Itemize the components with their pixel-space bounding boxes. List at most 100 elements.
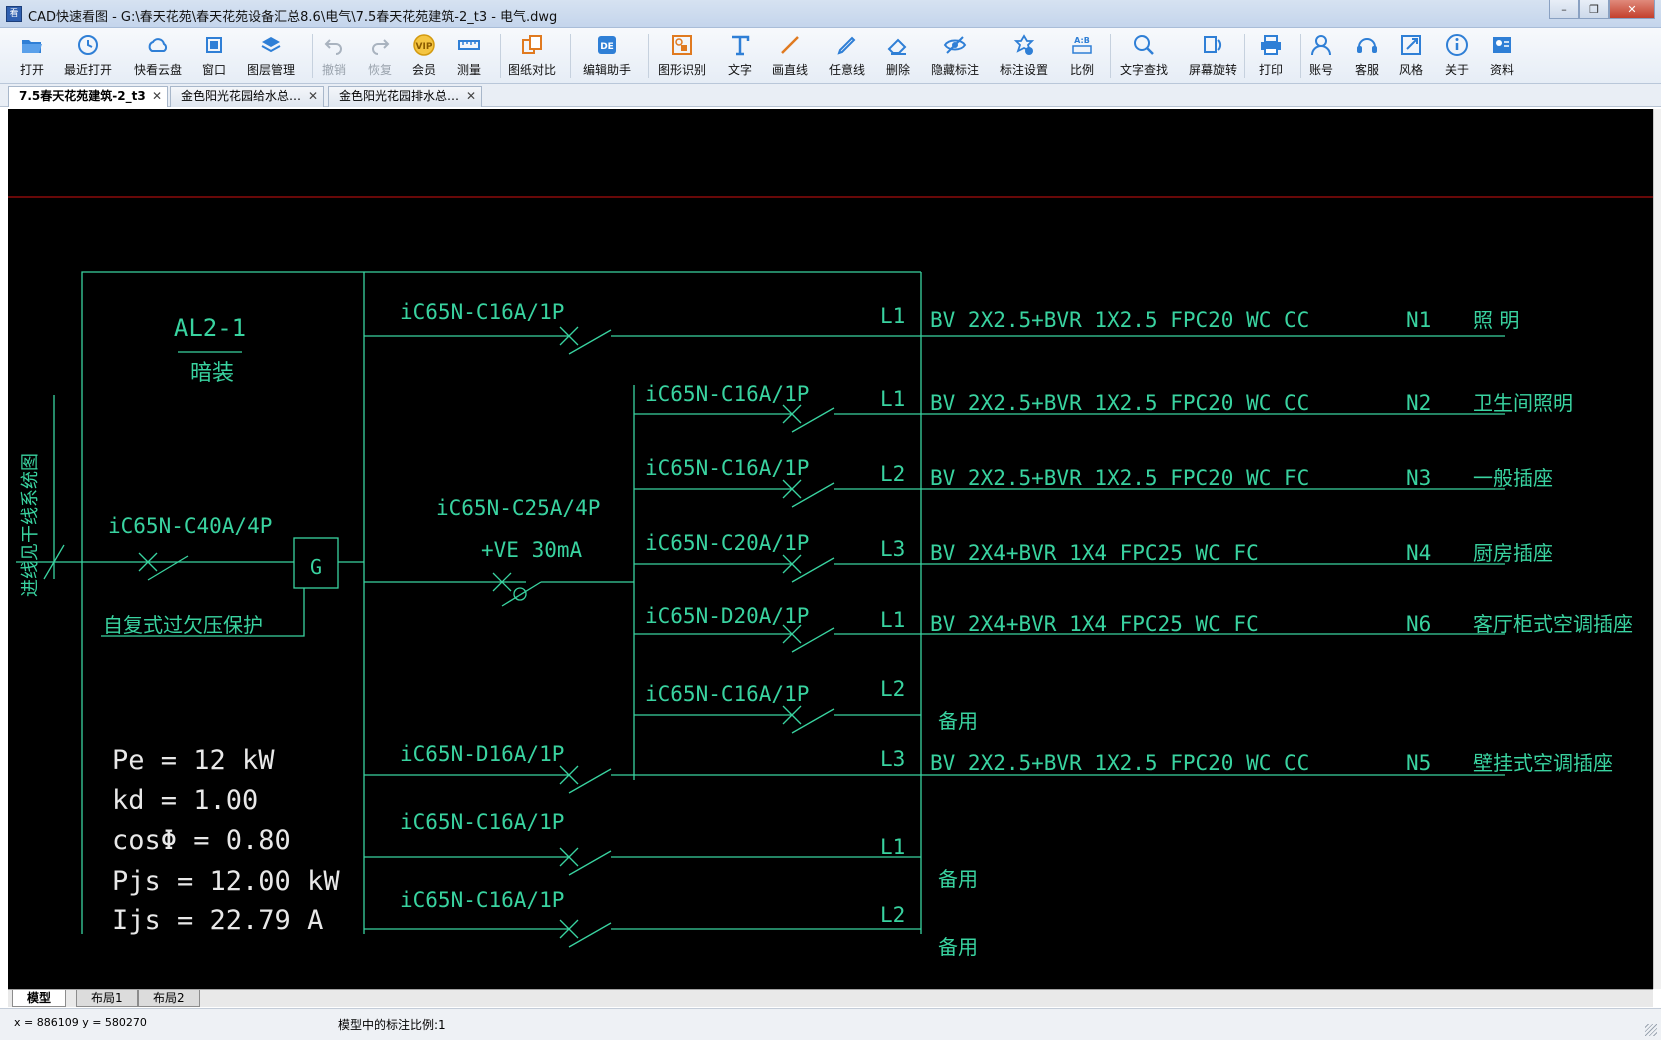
toolbar-button-book-user[interactable]: 资料	[1482, 32, 1522, 82]
toolbar-button-ruler[interactable]: 测量	[449, 32, 489, 82]
cloud-icon	[145, 32, 171, 58]
toolbar-label: 比例	[1069, 63, 1094, 77]
tab-doc-1[interactable]: 7.5春天花苑建筑-2_t3 ✕	[8, 86, 168, 107]
circuit-phase-label: L2	[880, 677, 905, 701]
vertical-scrollbar[interactable]	[1653, 109, 1661, 989]
toolbar-button-text-search[interactable]: 文字查找	[1114, 32, 1174, 82]
clock-icon	[75, 32, 101, 58]
style-icon	[1398, 32, 1424, 58]
circuit-phase-label: L2	[880, 462, 905, 486]
circuit-spare-label: 备用	[938, 935, 978, 959]
toolbar-separator	[312, 34, 313, 78]
toolbar-button-shape-recognize[interactable]: 图形识别	[652, 32, 712, 82]
title-bar: 看 CAD快速看图 - G:\春天花苑\春天花苑设备汇总8.6\电气\7.5春天…	[0, 0, 1661, 28]
toolbar-separator	[1110, 34, 1111, 78]
toolbar-button-window[interactable]: 窗口	[194, 32, 234, 82]
breaker-blade	[791, 627, 835, 653]
incoming-note: 进线见干线系统图	[20, 453, 41, 597]
rcd-spec-label: +VE 30mA	[481, 538, 583, 562]
toolbar-button-printer[interactable]: 打印	[1251, 32, 1291, 82]
close-button[interactable]: ✕	[1609, 0, 1655, 19]
line-icon	[777, 32, 803, 58]
g-box	[293, 537, 339, 589]
tab-label: 7.5春天花苑建筑-2_t3	[19, 89, 146, 103]
tab-doc-3[interactable]: 金色阳光花园排水总… ✕	[328, 86, 482, 107]
toolbar-button-user[interactable]: 账号	[1301, 32, 1341, 82]
toolbar-label: 文字	[727, 63, 752, 77]
toolbar-button-headset[interactable]: 客服	[1347, 32, 1387, 82]
minimize-button[interactable]: –	[1549, 0, 1579, 19]
svg-text:A:B: A:B	[1074, 36, 1090, 45]
eye-hide-icon	[942, 32, 968, 58]
load-parameter: Ijs = 22.79 A	[112, 905, 323, 936]
toolbar-label: 测量	[456, 63, 481, 77]
circuit-cable-label: BV 2X2.5+BVR 1X2.5 FPC20 WC CC	[930, 751, 1309, 775]
breaker-blade	[791, 482, 835, 508]
circuit-usage: 一般插座	[1473, 466, 1553, 490]
toolbar-label: 风格	[1398, 63, 1423, 77]
tab-close-icon[interactable]: ✕	[151, 89, 162, 103]
toolbar-button-rotate-screen[interactable]: 屏幕旋转	[1183, 32, 1243, 82]
breaker-cross	[782, 554, 802, 574]
toolbar-button-line[interactable]: 画直线	[767, 32, 814, 82]
toolbar-label: 快看云盘	[133, 63, 182, 77]
annotation-scale-note: 模型中的标注比例:1	[338, 1018, 446, 1032]
circuit-phase-label: L1	[880, 608, 905, 632]
user-icon	[1308, 32, 1334, 58]
toolbar-button-eraser[interactable]: 删除	[878, 32, 918, 82]
printer-icon	[1258, 32, 1284, 58]
circuit-breaker-label: iC65N-C16A/1P	[645, 382, 809, 406]
dimension-settings-icon	[1011, 32, 1037, 58]
tab-model[interactable]: 模型	[12, 990, 67, 1007]
circuit-usage: 照 明	[1473, 308, 1519, 332]
layers-icon	[258, 32, 284, 58]
breaker-cross	[782, 705, 802, 725]
g-box-label: G	[310, 555, 322, 579]
toolbar-button-undo[interactable]: 撤销	[314, 32, 354, 82]
main-breaker-label: iC65N-C40A/4P	[108, 514, 272, 538]
frame-left	[81, 271, 364, 934]
load-parameter: cosΦ = 0.80	[112, 825, 291, 856]
tab-close-icon[interactable]: ✕	[307, 89, 318, 103]
breaker-cross	[559, 326, 579, 346]
breaker-cross	[782, 479, 802, 499]
toolbar-label: 文字查找	[1119, 63, 1168, 77]
toolbar-label: 窗口	[201, 63, 226, 77]
toolbar-label: 关于	[1444, 63, 1469, 77]
tab-doc-2[interactable]: 金色阳光花园给水总… ✕	[170, 86, 324, 107]
circuit-breaker-label: iC65N-C16A/1P	[400, 888, 564, 912]
tab-close-icon[interactable]: ✕	[465, 89, 476, 103]
toolbar-button-clock[interactable]: 最近打开	[58, 32, 118, 82]
breaker-blade	[568, 768, 612, 794]
toolbar-button-style[interactable]: 风格	[1391, 32, 1431, 82]
toolbar-button-info[interactable]: 关于	[1437, 32, 1477, 82]
toolbar-button-dimension-settings[interactable]: 标注设置	[994, 32, 1054, 82]
resize-grip-icon[interactable]	[1645, 1024, 1657, 1036]
toolbar-button-folder-open[interactable]: 打开	[12, 32, 52, 82]
tab-layout-2[interactable]: 布局2	[138, 990, 200, 1007]
maximize-button[interactable]: ❐	[1579, 0, 1609, 19]
toolbar-button-eye-hide[interactable]: 隐藏标注	[925, 32, 985, 82]
toolbar-button-layers[interactable]: 图层管理	[241, 32, 301, 82]
load-parameter: Pe = 12 kW	[112, 745, 275, 776]
book-user-icon	[1489, 32, 1515, 58]
circuit-number: N2	[1406, 391, 1431, 415]
breaker-blade	[791, 557, 835, 583]
toolbar-button-redo[interactable]: 恢复	[360, 32, 400, 82]
shape-recognize-icon	[669, 32, 695, 58]
toolbar-button-cloud[interactable]: 快看云盘	[128, 32, 188, 82]
toolbar-button-scale[interactable]: A:B 比例	[1062, 32, 1102, 82]
toolbar-label: 图纸对比	[507, 63, 556, 77]
toolbar-button-compare[interactable]: 图纸对比	[502, 32, 562, 82]
toolbar-label: 恢复	[367, 63, 392, 77]
circuit-usage: 卫生间照明	[1473, 391, 1573, 415]
toolbar-label: 打开	[19, 63, 44, 77]
toolbar-button-pen[interactable]: 任意线	[824, 32, 871, 82]
pen-icon	[834, 32, 860, 58]
tab-layout-1[interactable]: 布局1	[76, 990, 138, 1007]
toolbar-button-text[interactable]: 文字	[720, 32, 760, 82]
